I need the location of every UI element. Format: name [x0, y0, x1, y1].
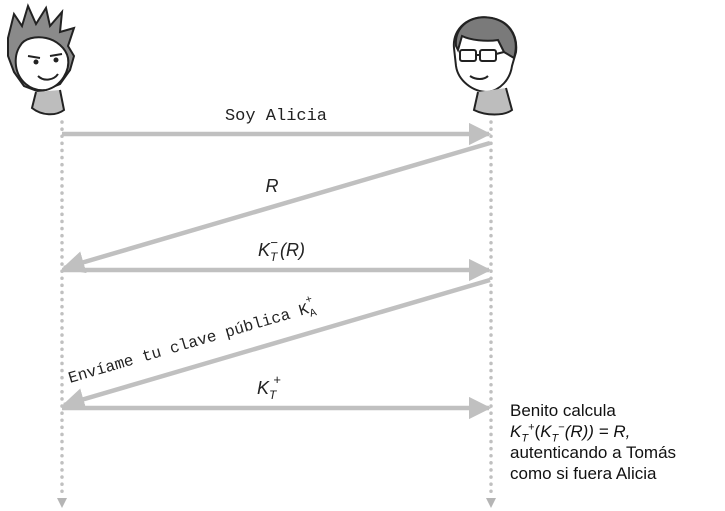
message-r: R — [266, 176, 279, 196]
left-lifeline-end-arrow — [57, 498, 67, 508]
note-line-4: como si fuera Alicia — [510, 464, 657, 483]
right-lifeline-end-arrow — [486, 498, 496, 508]
svg-text:KT−(R): KT−(R) — [258, 235, 305, 264]
arrow-r — [61, 140, 491, 274]
message-kt-plus: KT+ — [257, 372, 281, 402]
message-soy-alicia: Soy Alicia — [225, 107, 327, 126]
svg-text:KT+: KT+ — [257, 372, 281, 402]
left-person-icon — [7, 3, 76, 116]
note-line-2: KT+(KT−(R)) = R, — [510, 421, 631, 445]
note-line-3: autenticando a Tomás — [510, 443, 677, 462]
note-line-1: Benito calcula — [510, 401, 616, 420]
conclusion-note: Benito calcula KT+(KT−(R)) = R, autentic… — [510, 400, 725, 484]
arrow-enviame-clave — [61, 277, 491, 411]
message-kt-minus-r: KT−(R) — [258, 235, 305, 264]
right-person-icon — [452, 16, 518, 116]
